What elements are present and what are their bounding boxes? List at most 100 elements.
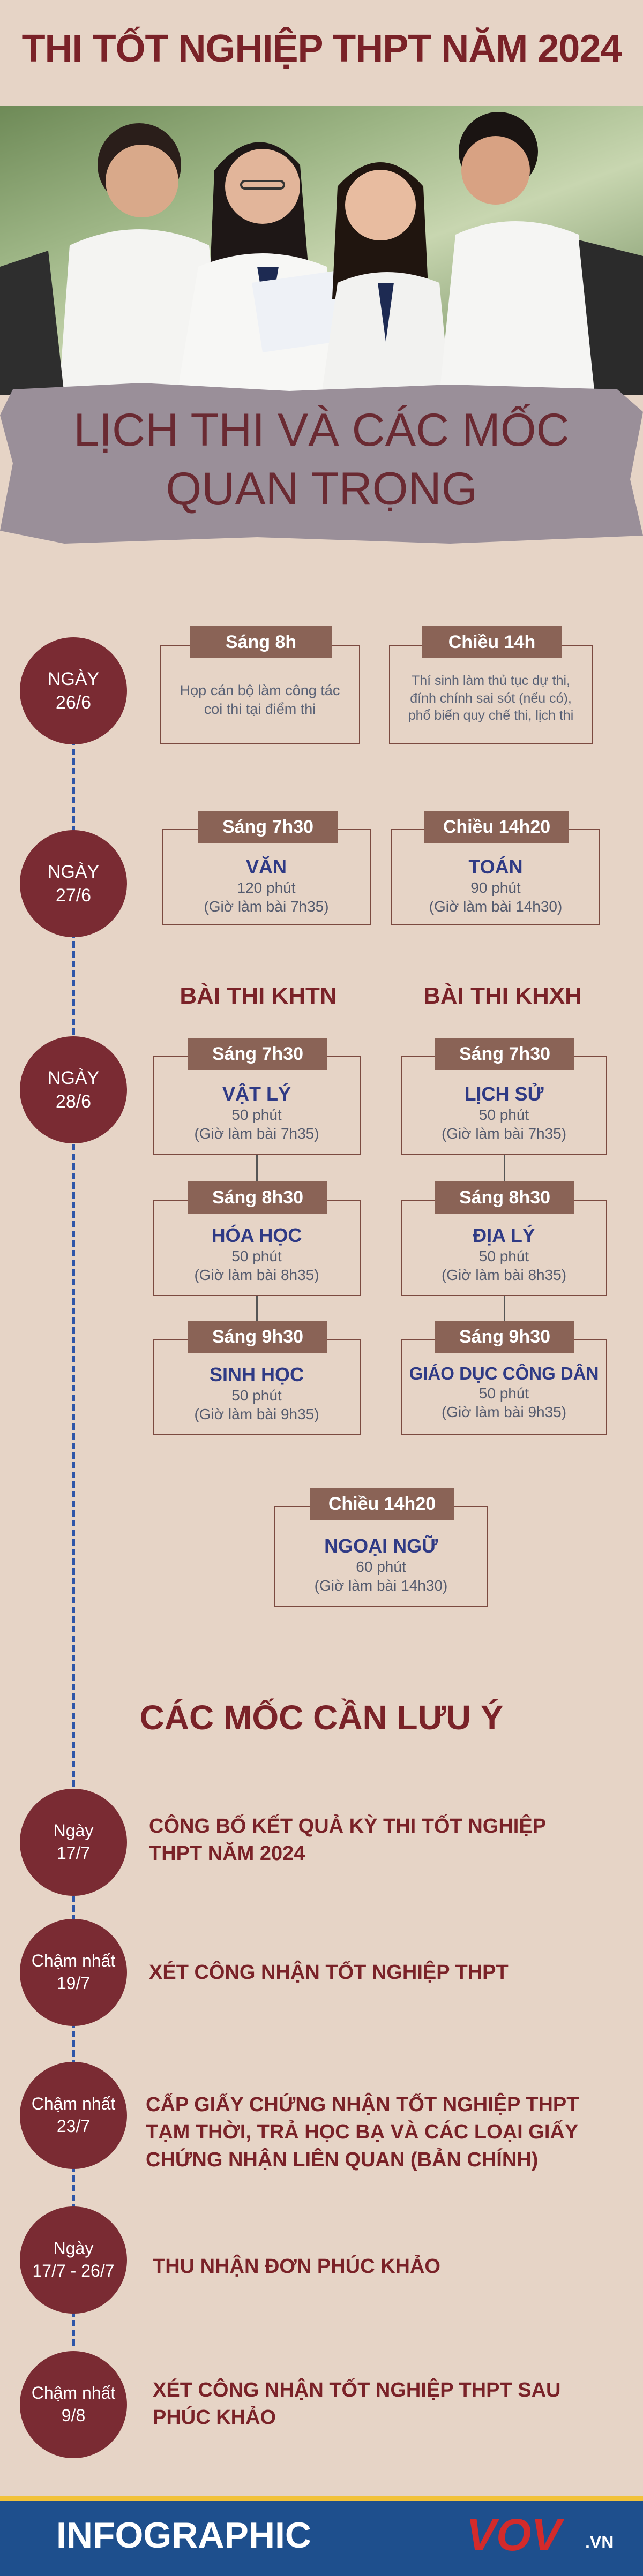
time-tag: Sáng 7h30 bbox=[198, 811, 338, 843]
exam-box: Chiều 14h20 TOÁN 90 phút (Giờ làm bài 14… bbox=[391, 811, 600, 925]
exam-box: Sáng 8h30 ĐỊA LÝ 50 phút (Giờ làm bài 8h… bbox=[401, 1181, 607, 1296]
milestone-date: 17/7 - 26/7 bbox=[32, 2261, 115, 2280]
exam-subject: SINH HỌC bbox=[209, 1364, 304, 1385]
exam-subject: VẬT LÝ bbox=[222, 1083, 291, 1105]
exam-subject: HÓA HỌC bbox=[211, 1224, 302, 1246]
milestones-title: CÁC MỐC CẦN LƯU Ý bbox=[139, 1698, 504, 1737]
exam-subject: TOÁN bbox=[468, 856, 523, 878]
arrow-connector bbox=[256, 1155, 258, 1181]
exam-box: Sáng 9h30 GIÁO DỤC CÔNG DÂN 50 phút (Giờ… bbox=[401, 1321, 607, 1435]
exam-duration: 120 phút bbox=[237, 879, 296, 896]
subtitle-banner bbox=[0, 383, 643, 544]
milestone-text: XÉT CÔNG NHẬN TỐT NGHIỆP THPT bbox=[149, 1961, 509, 1984]
milestone-label: Chậm nhất bbox=[31, 2383, 116, 2403]
exam-duration: 50 phút bbox=[231, 1248, 282, 1264]
day-date: 28/6 bbox=[55, 1091, 92, 1112]
exam-box: Sáng 9h30 SINH HỌC 50 phút (Giờ làm bài … bbox=[153, 1321, 361, 1435]
milestone-text: THU NHẬN ĐƠN PHÚC KHẢO bbox=[153, 2255, 440, 2278]
day-circle-28-6: NGÀY 28/6 bbox=[20, 1036, 127, 1143]
time-tag: Chiều 14h20 bbox=[310, 1488, 454, 1520]
exam-box: Sáng 7h30 LỊCH SỬ 50 phút (Giờ làm bài 7… bbox=[401, 1038, 607, 1155]
exam-subject: VĂN bbox=[245, 856, 287, 878]
milestone-circle: Chậm nhất 19/7 bbox=[20, 1919, 127, 2026]
day-date: 26/6 bbox=[55, 692, 92, 713]
page-title: THI TỐT NGHIỆP THPT NĂM 2024 bbox=[21, 27, 622, 70]
day-date: 27/6 bbox=[55, 885, 92, 906]
time-tag: Sáng 7h30 bbox=[188, 1038, 327, 1070]
schedule-box: Chiều 14h Thí sinh làm thủ tục dự thi, đ… bbox=[389, 626, 593, 744]
exam-time: (Giờ làm bài 8h35) bbox=[194, 1267, 319, 1283]
milestone-date: 23/7 bbox=[56, 2116, 91, 2136]
exam-time: (Giờ làm bài 7h35) bbox=[204, 898, 329, 915]
exam-time: (Giờ làm bài 7h35) bbox=[441, 1125, 567, 1142]
exam-subject: GIÁO DỤC CÔNG DÂN bbox=[409, 1364, 599, 1383]
time-tag: Chiều 14h20 bbox=[424, 811, 569, 843]
day-label: NGÀY bbox=[47, 861, 100, 882]
exam-duration: 50 phút bbox=[478, 1385, 529, 1402]
exam-subject: LỊCH SỬ bbox=[464, 1083, 544, 1105]
exam-duration: 50 phút bbox=[231, 1106, 282, 1123]
milestone-label: Chậm nhất bbox=[31, 1951, 116, 1971]
exam-duration: 50 phút bbox=[478, 1248, 529, 1264]
banner-line-1: LỊCH THI VÀ CÁC MỐC bbox=[73, 404, 570, 456]
time-tag: Sáng 9h30 bbox=[435, 1321, 574, 1353]
logo-suffix: .VN bbox=[585, 2533, 614, 2552]
schedule-note: Họp cán bộ làm công tác coi thi tại điểm… bbox=[180, 682, 340, 718]
time-tag: Sáng 8h bbox=[190, 626, 332, 658]
hero-photo bbox=[0, 106, 643, 395]
footer-label: INFOGRAPHIC bbox=[56, 2515, 311, 2556]
exam-box: Chiều 14h20 NGOẠI NGỮ 60 phút (Giờ làm b… bbox=[274, 1488, 488, 1607]
arrow-connector bbox=[504, 1155, 505, 1181]
milestone-text: XÉT CÔNG NHẬN TỐT NGHIỆP THPT SAU PHÚC K… bbox=[153, 2379, 561, 2429]
exam-duration: 50 phút bbox=[478, 1106, 529, 1123]
exam-time: (Giờ làm bài 14h30) bbox=[314, 1577, 448, 1594]
khxh-title: BÀI THI KHXH bbox=[423, 983, 582, 1009]
khtn-title: BÀI THI KHTN bbox=[180, 983, 337, 1009]
exam-time: (Giờ làm bài 9h35) bbox=[194, 1406, 319, 1422]
footer-bar bbox=[0, 2496, 643, 2576]
schedule-box: Sáng 8h Họp cán bộ làm công tác coi thi … bbox=[160, 626, 360, 744]
time-tag: Sáng 7h30 bbox=[435, 1038, 574, 1070]
exam-duration: 90 phút bbox=[470, 879, 521, 896]
day-circle-27-6: NGÀY 27/6 bbox=[20, 830, 127, 937]
students-illustration bbox=[0, 112, 643, 395]
milestone-circle: Ngày 17/7 bbox=[20, 1789, 127, 1896]
logo-main: VOV bbox=[466, 2510, 562, 2560]
time-tag: Sáng 8h30 bbox=[435, 1181, 574, 1214]
milestone-text: CẤP GIẤY CHỨNG NHẬN TỐT NGHIỆP THPT TẠM … bbox=[146, 2093, 579, 2171]
arrow-connector bbox=[256, 1296, 258, 1322]
milestone-circle: Chậm nhất 23/7 bbox=[20, 2062, 127, 2169]
milestone-date: 19/7 bbox=[56, 1974, 91, 1993]
arrow-connector bbox=[504, 1296, 505, 1322]
exam-duration: 50 phút bbox=[231, 1387, 282, 1404]
exam-box: Sáng 7h30 VẬT LÝ 50 phút (Giờ làm bài 7h… bbox=[153, 1038, 361, 1155]
exam-time: (Giờ làm bài 7h35) bbox=[194, 1125, 319, 1142]
milestone-label: Chậm nhất bbox=[31, 2094, 116, 2114]
exam-time: (Giờ làm bài 8h35) bbox=[441, 1267, 567, 1283]
time-tag: Sáng 9h30 bbox=[188, 1321, 327, 1353]
day-circle-26-6: NGÀY 26/6 bbox=[20, 637, 127, 744]
banner-line-2: QUAN TRỌNG bbox=[166, 463, 477, 515]
milestone-label: Ngày bbox=[53, 2239, 94, 2258]
footer-accent bbox=[0, 2496, 643, 2501]
milestone-text: CÔNG BỐ KẾT QUẢ KỲ THI TỐT NGHIỆP THPT N… bbox=[149, 1815, 546, 1865]
time-tag: Sáng 8h30 bbox=[188, 1181, 327, 1214]
exam-subject: NGOẠI NGỮ bbox=[324, 1535, 438, 1557]
exam-box: Sáng 8h30 HÓA HỌC 50 phút (Giờ làm bài 8… bbox=[153, 1181, 361, 1296]
schedule-note: Thí sinh làm thủ tục dự thi, đính chính … bbox=[408, 673, 574, 723]
vov-logo: VOV .VN bbox=[466, 2509, 622, 2563]
milestone-date: 9/8 bbox=[61, 2406, 86, 2425]
time-tag: Chiều 14h bbox=[422, 626, 562, 658]
exam-time: (Giờ làm bài 14h30) bbox=[429, 898, 563, 915]
milestone-label: Ngày bbox=[53, 1821, 94, 1841]
exam-time: (Giờ làm bài 9h35) bbox=[441, 1404, 567, 1420]
day-label: NGÀY bbox=[47, 668, 100, 689]
milestone-circle: Ngày 17/7 - 26/7 bbox=[20, 2206, 127, 2314]
day-label: NGÀY bbox=[47, 1067, 100, 1088]
exam-subject: ĐỊA LÝ bbox=[473, 1224, 535, 1246]
timeline-line bbox=[72, 691, 75, 2346]
milestone-date: 17/7 bbox=[56, 1843, 91, 1863]
exam-box: Sáng 7h30 VĂN 120 phút (Giờ làm bài 7h35… bbox=[162, 811, 371, 925]
milestone-circle: Chậm nhất 9/8 bbox=[20, 2351, 127, 2458]
exam-duration: 60 phút bbox=[356, 1558, 406, 1575]
